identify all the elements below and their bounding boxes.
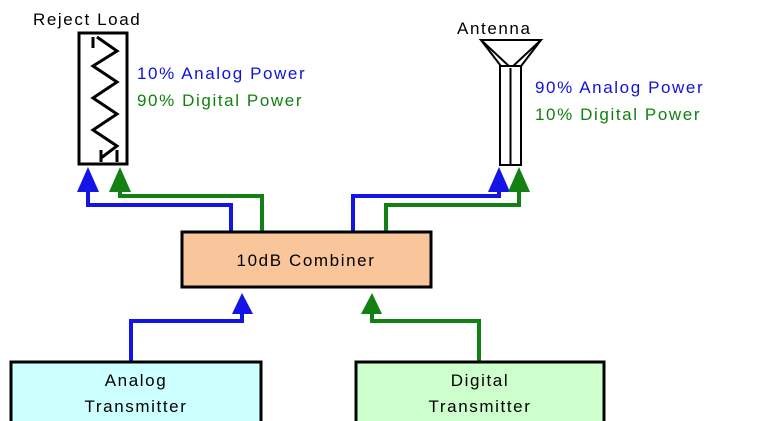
antenna-label: Antenna: [457, 19, 532, 38]
antenna: [478, 39, 544, 166]
antenna-analog-share: 90% Analog Power: [535, 78, 704, 97]
digital-transmitter-line2: Transmitter: [429, 397, 532, 416]
reject-analog-share: 10% Analog Power: [137, 64, 306, 83]
digital-to-combiner-arrow: [361, 293, 382, 314]
combiner-label: 10dB Combiner: [237, 251, 376, 270]
digital-feed-line: [370, 314, 481, 362]
reject-load-label: Reject Load: [33, 10, 141, 29]
digital-transmitter-box: [354, 360, 606, 421]
analog-transmitter-line2: Transmitter: [85, 397, 188, 416]
reject-digital-share: 90% Digital Power: [137, 91, 303, 110]
resistor-zigzag-icon: [90, 35, 120, 160]
digital-transmitter: Digital Transmitter: [354, 360, 606, 421]
digital-transmitter-line1: Digital: [451, 371, 509, 390]
analog-feed-line: [129, 314, 244, 362]
reject-load: [77, 31, 129, 166]
analog-to-reject-arrow: [77, 167, 99, 192]
reject-digital-line: [118, 192, 264, 232]
analog-to-combiner-arrow: [232, 293, 253, 314]
digital-to-reject-arrow: [109, 167, 131, 192]
combiner-box: [180, 230, 433, 289]
combiner-block: 10dB Combiner: [180, 230, 433, 289]
analog-transmitter-box: [9, 360, 263, 421]
analog-to-antenna-arrow: [488, 167, 510, 192]
reject-analog-line: [86, 192, 233, 232]
antenna-digital-line: [384, 192, 521, 232]
signal-paths: [86, 192, 521, 362]
antenna-icon: [478, 39, 544, 70]
antenna-digital-share: 10% Digital Power: [535, 105, 701, 124]
digital-to-antenna-arrow: [508, 167, 530, 192]
arrowheads: [77, 167, 530, 314]
reject-load-body: [77, 31, 129, 166]
antenna-analog-line: [351, 192, 501, 232]
analog-transmitter-line1: Analog: [105, 371, 168, 390]
analog-transmitter: Analog Transmitter: [9, 360, 263, 421]
